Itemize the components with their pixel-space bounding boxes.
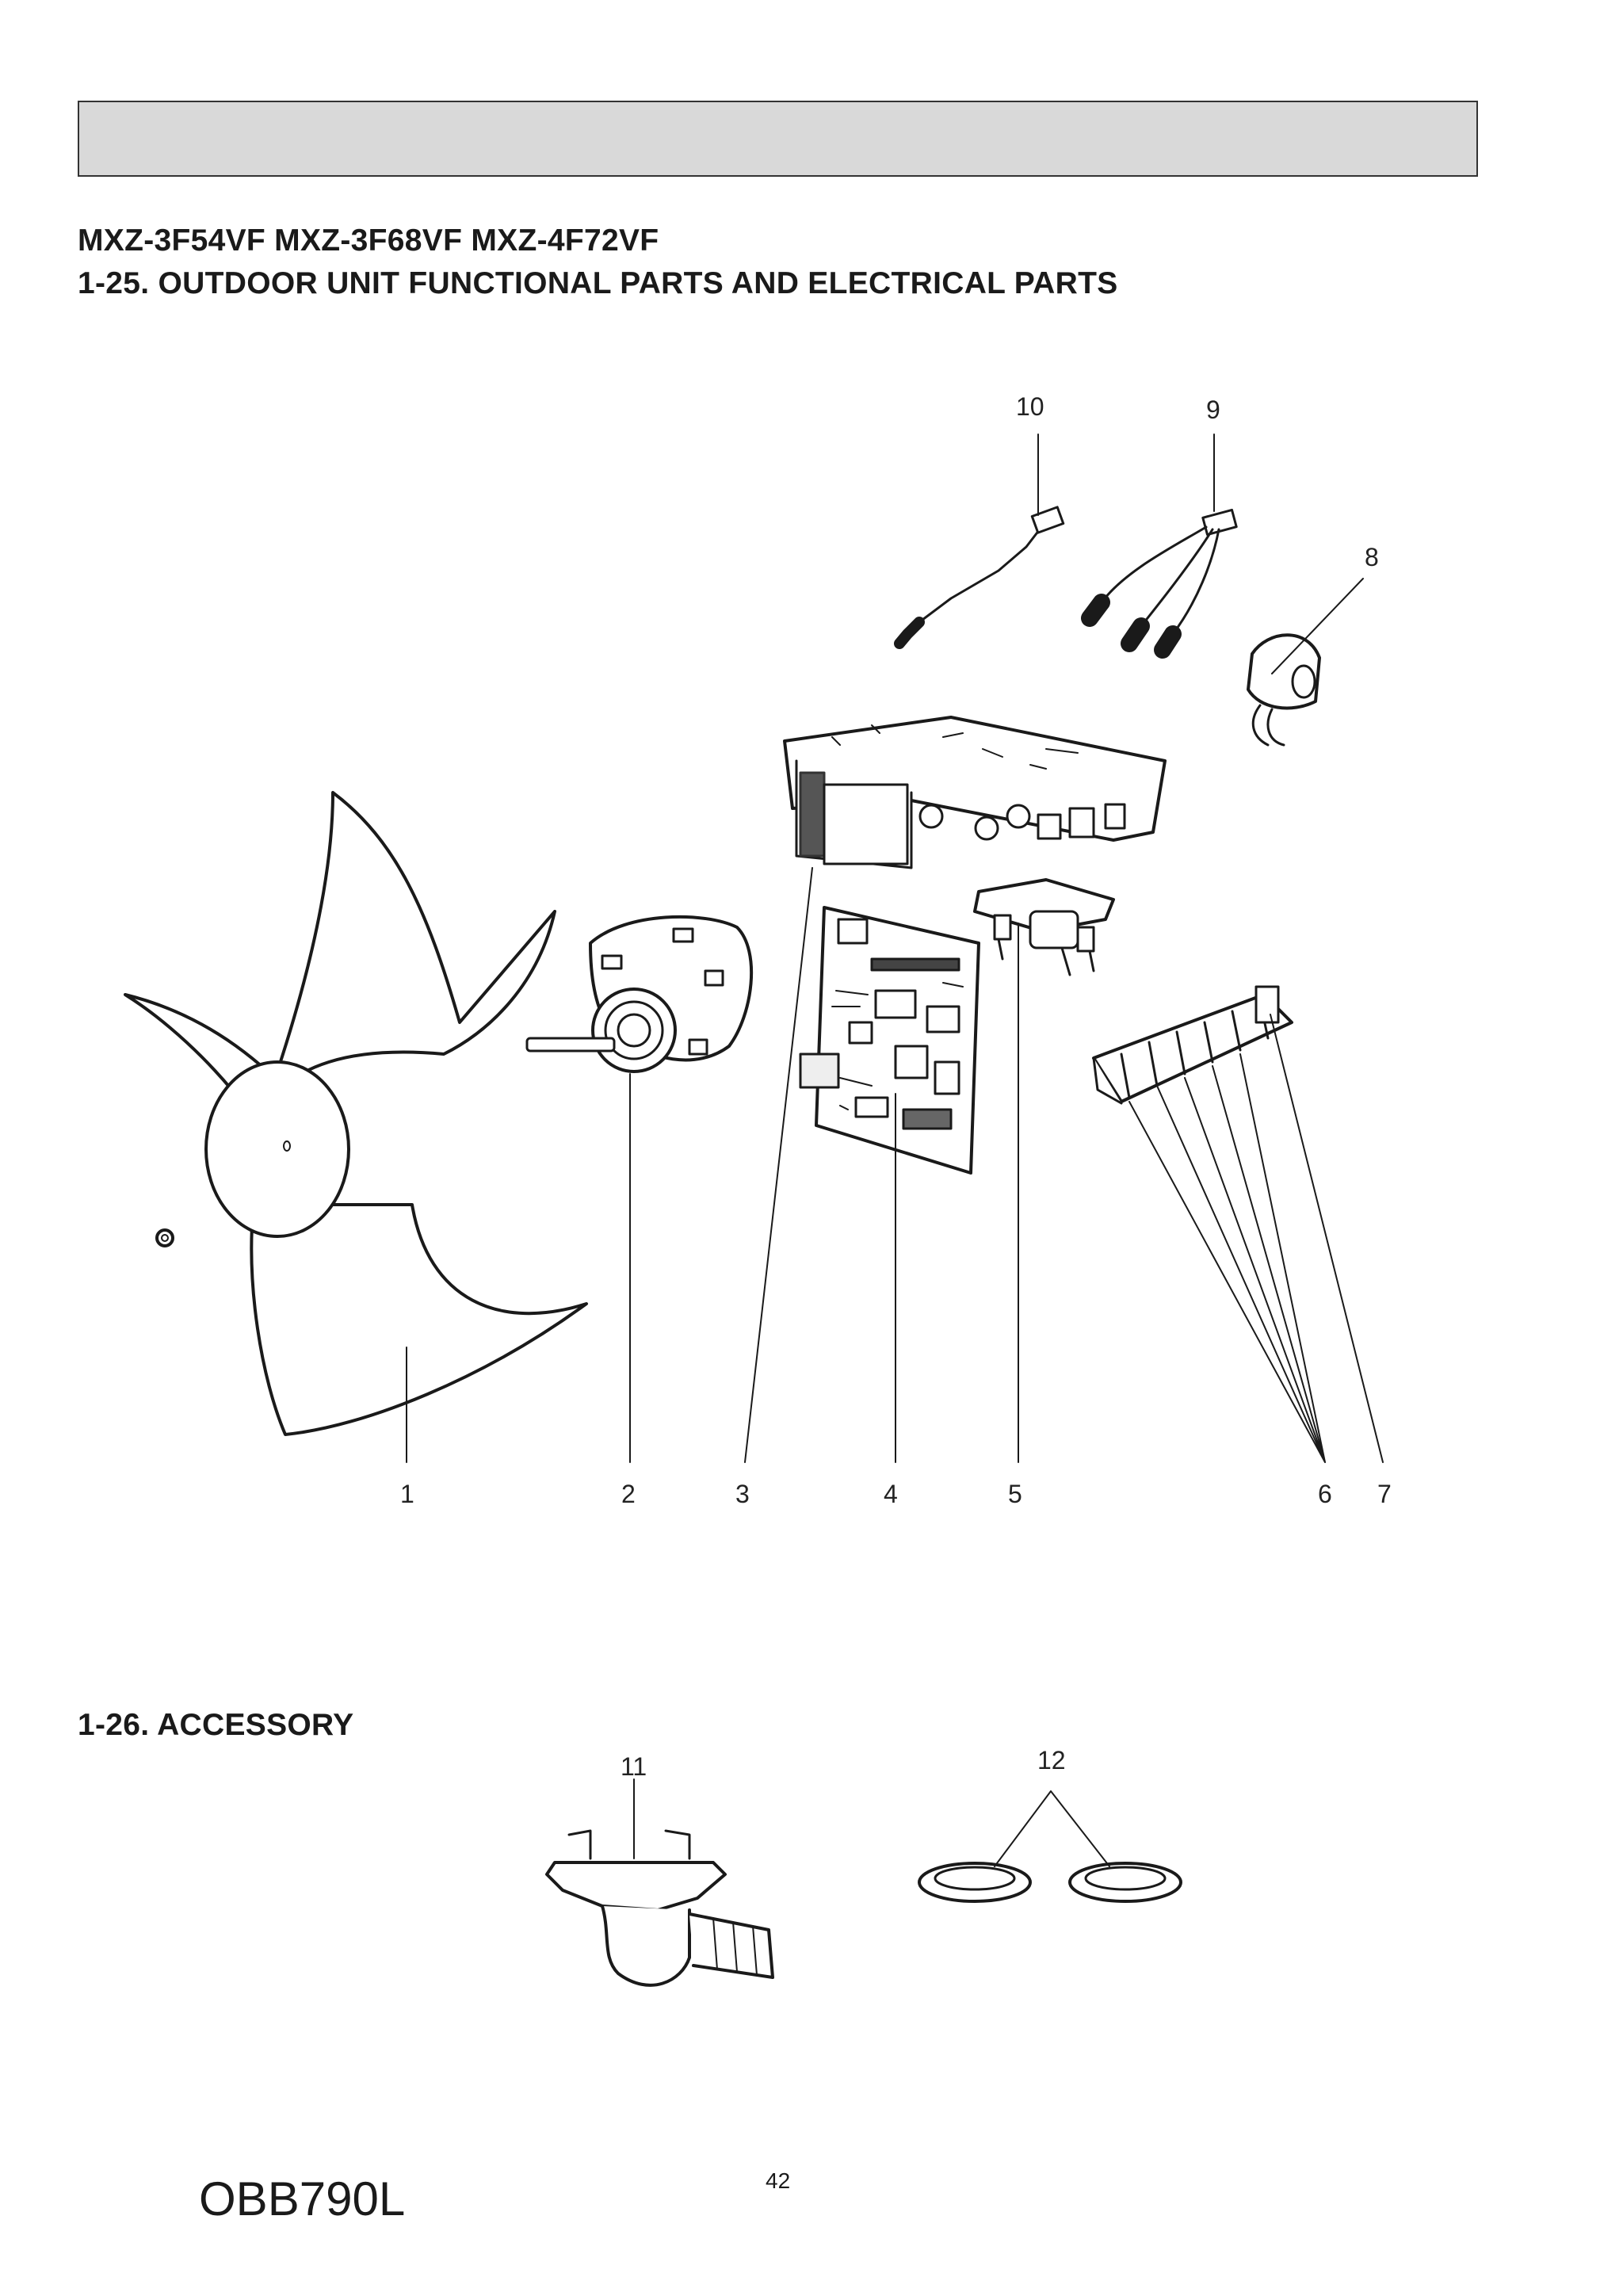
terminal-block-illustration <box>1092 985 1293 1105</box>
fan-propeller-illustration <box>124 791 588 1436</box>
section-title: 1-25. OUTDOOR UNIT FUNCTIONAL PARTS AND … <box>78 266 1118 300</box>
callout-2: 2 <box>621 1480 636 1508</box>
callout-1: 1 <box>400 1480 414 1508</box>
header-bar <box>78 101 1478 177</box>
callout-3: 3 <box>735 1480 750 1508</box>
callout-7: 7 <box>1377 1480 1392 1508</box>
outdoor-thermistor-illustration <box>894 506 1065 649</box>
drain-socket-illustration <box>545 1829 774 1987</box>
power-board-illustration <box>783 716 1167 869</box>
callout-6: 6 <box>1318 1480 1332 1508</box>
reactor-illustration <box>973 878 1115 976</box>
page-number: 42 <box>766 2168 791 2193</box>
callout-8: 8 <box>1365 543 1379 571</box>
coil-illustration <box>1247 633 1321 747</box>
accessory-title: 1-26. ACCESSORY <box>78 1708 354 1742</box>
callout-4: 4 <box>884 1480 898 1508</box>
model-list: MXZ-3F54VF MXZ-3F68VF MXZ-4F72VF <box>78 223 659 258</box>
callout-10: 10 <box>1016 392 1044 421</box>
control-board-illustration <box>799 906 980 1175</box>
callout-5: 5 <box>1008 1480 1022 1508</box>
document-code: OBB790L <box>199 2172 406 2225</box>
drain-cap-illustration <box>918 1862 1182 1903</box>
fan-motor-illustration <box>525 915 754 1073</box>
thermistor-set-illustration <box>1081 508 1238 659</box>
callout-11: 11 <box>621 1752 647 1781</box>
callout-9: 9 <box>1206 395 1220 424</box>
leader-lines <box>406 434 1384 1867</box>
callout-12: 12 <box>1037 1746 1066 1775</box>
